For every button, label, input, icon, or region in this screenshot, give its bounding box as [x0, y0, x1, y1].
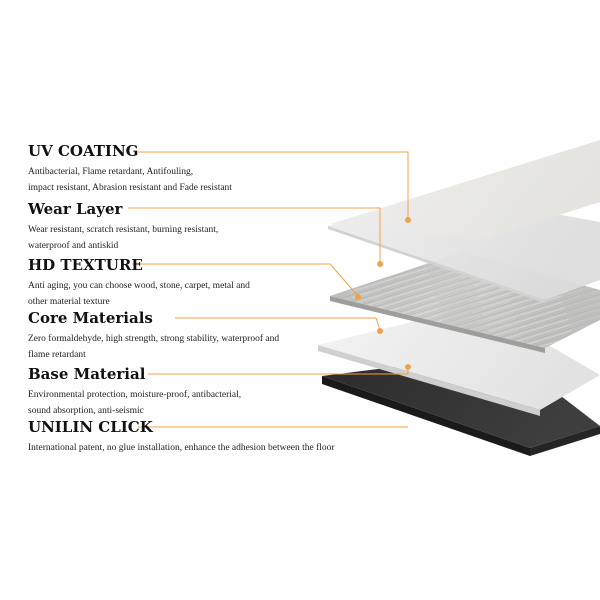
anchor-dot-hd-texture: [355, 294, 361, 300]
hd-texture-description-line: Anti aging, you can choose wood, stone, …: [28, 281, 250, 291]
base-layer-edge: [322, 376, 530, 456]
hd-texture-description: Anti aging, you can choose wood, stone, …: [28, 278, 250, 310]
wear-layer-description: Wear resistant, scratch resistant, burni…: [28, 222, 218, 254]
core-materials-callout: Core Materials Zero formaldehyde, high s…: [28, 309, 279, 363]
texture-layer-edge: [330, 296, 545, 353]
uv-coating-layer: [330, 140, 600, 240]
wear-layer-title: Wear Layer: [28, 200, 123, 218]
unilin-click-description-line: International patent, no glue installati…: [28, 443, 335, 453]
unilin-click-callout: UNILIN CLICK International patent, no gl…: [28, 418, 335, 456]
unilin-click-title: UNILIN CLICK: [28, 418, 153, 436]
base-material-description-line: sound absorption, anti-seismic: [28, 406, 144, 416]
uv-coating-title: UV COATING: [28, 142, 139, 160]
unilin-click-description: International patent, no glue installati…: [28, 440, 335, 456]
core-layer: [318, 305, 600, 410]
uv-coating-description-line: Antibacterial, Flame retardant, Antifoul…: [28, 167, 194, 177]
wear-layer-edge: [328, 226, 545, 303]
leader-line-hd-texture: [132, 263, 359, 297]
leader-line-wear-layer: [128, 207, 381, 262]
core-materials-description-line: flame retardant: [28, 350, 86, 360]
uv-coating-description: Antibacterial, Flame retardant, Antifoul…: [28, 164, 232, 196]
anchor-dot-core-materials: [377, 328, 383, 334]
plank-layers: [318, 140, 600, 456]
hd-texture-callout: HD TEXTURE Anti aging, you can choose wo…: [28, 256, 250, 310]
base-layer-edge-right: [530, 426, 600, 456]
core-materials-title: Core Materials: [28, 309, 153, 327]
hd-texture-description-line: other material texture: [28, 297, 110, 307]
core-layer-edge: [318, 345, 540, 416]
hd-texture-title: HD TEXTURE: [28, 256, 143, 274]
core-materials-description: Zero formaldehyde, high strength, strong…: [28, 331, 279, 363]
wear-layer-callout: Wear Layer Wear resistant, scratch resis…: [28, 200, 218, 254]
wear-layer-description-line: Wear resistant, scratch resistant, burni…: [28, 225, 219, 235]
anchor-dot-wear-layer: [377, 261, 383, 267]
anchor-dots: [355, 217, 411, 370]
core-materials-description-line: Zero formaldehyde, high strength, strong…: [28, 334, 280, 344]
wear-layer-description-line: waterproof and antiskid: [28, 241, 119, 251]
base-material-description-line: Environmental protection, moisture-proof…: [28, 390, 242, 400]
base-material-description: Environmental protection, moisture-proof…: [28, 387, 241, 419]
uv-coating-callout: UV COATING Antibacterial, Flame retardan…: [28, 142, 232, 196]
leader-line-core-materials: [175, 317, 381, 331]
leader-line-uv-coating: [138, 151, 409, 218]
uv-coating-description-line: impact resistant, Abrasion resistant and…: [28, 183, 232, 193]
base-material-callout: Base Material Environmental protection, …: [28, 365, 241, 419]
anchor-dot-uv-coating: [405, 217, 411, 223]
base-material-title: Base Material: [28, 365, 146, 383]
anchor-dot-base-material: [405, 364, 411, 370]
